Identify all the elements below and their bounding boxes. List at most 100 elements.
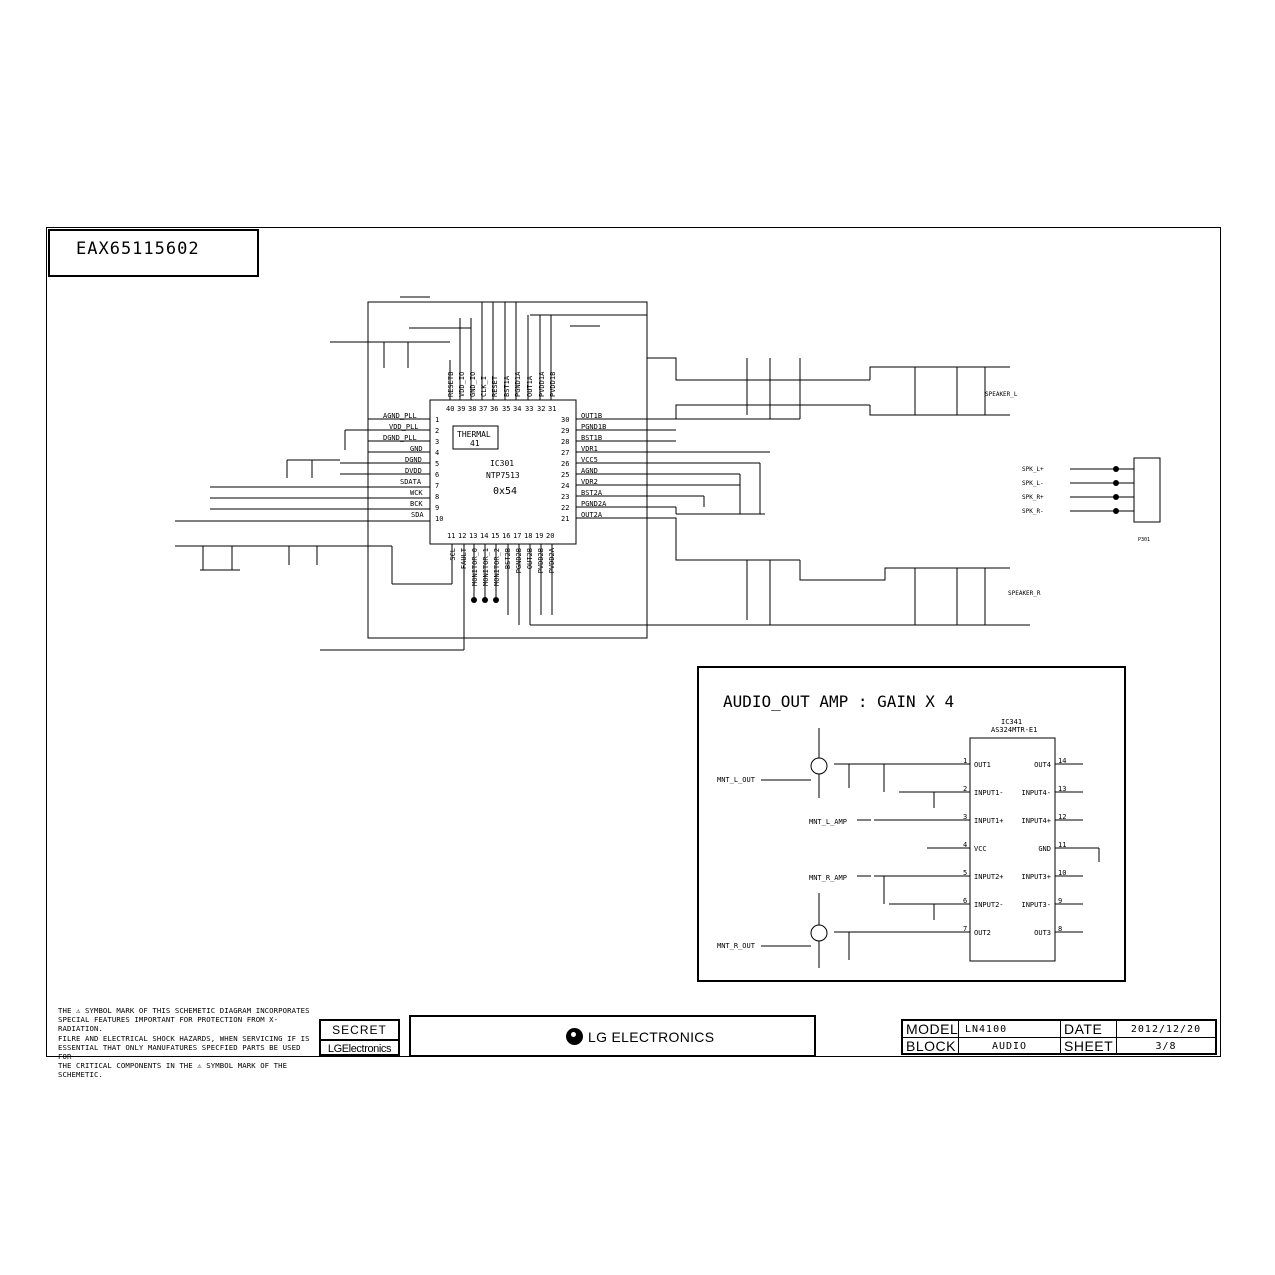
pin-num: 4 <box>963 841 967 849</box>
pin-num: 35 <box>502 405 510 413</box>
pin-name: INPUT4+ <box>1021 817 1051 825</box>
pin-num: 24 <box>561 482 569 490</box>
pin-name: VDD_IO <box>458 372 466 397</box>
pin-num: 7 <box>435 482 439 490</box>
pin-num: 28 <box>561 438 569 446</box>
safety-note: THE ⚠ SYMBOL MARK OF THIS SCHEMETIC DIAG… <box>58 1006 310 1080</box>
note-line: FILRE AND ELECTRICAL SHOCK HAZARDS, WHEN… <box>58 1033 310 1043</box>
pin-name: VDR1 <box>581 445 598 453</box>
pin-num: 13 <box>1058 785 1066 793</box>
pin-num: 15 <box>491 532 499 540</box>
spk-header-ref: P301 <box>1138 537 1150 543</box>
pin-name: MONITOR_1 <box>482 548 490 586</box>
note-line: THE CRITICAL COMPONENTS IN THE ⚠ SYMBOL … <box>58 1061 288 1080</box>
ic301-address: 0x54 <box>493 486 517 497</box>
pin-name: BST2A <box>581 489 603 497</box>
pin-num: 33 <box>525 405 533 413</box>
pin-num: 10 <box>435 515 443 523</box>
pin-name: BST1A <box>503 375 511 397</box>
pin-name: MONITOR_0 <box>471 548 479 586</box>
lg-electronics-small: LGElectronics <box>327 1043 392 1055</box>
pin-name: INPUT2+ <box>974 873 1004 881</box>
title-block: MODEL LN4100 DATE 2012/12/20 BLOCK AUDIO… <box>901 1019 1217 1055</box>
pin-num: 2 <box>963 785 967 793</box>
pin-name: SDA <box>411 511 424 519</box>
pin-num: 4 <box>435 449 439 457</box>
model-value: LN4100 <box>959 1021 1061 1038</box>
pin-num: 12 <box>1058 813 1066 821</box>
pin-name: PGND1B <box>581 423 606 431</box>
pin-num: 1 <box>963 757 967 765</box>
pin-name: INPUT1- <box>974 789 1004 797</box>
pin-name: OUT1 <box>974 761 991 769</box>
lg-brand-box: LG ELECTRONICS <box>409 1015 816 1057</box>
pin-num: 31 <box>548 405 556 413</box>
pin-num: 38 <box>468 405 476 413</box>
secret-label: SECRET <box>321 1021 398 1041</box>
pin-num: 20 <box>546 532 554 540</box>
pin-name: BST2B <box>504 548 512 569</box>
speaker-l-label: SPEAKER_L <box>985 391 1018 398</box>
pin-num: 11 <box>1058 841 1066 849</box>
pin-num: 39 <box>457 405 465 413</box>
pin-num: 11 <box>447 532 455 540</box>
pin-name: WCK <box>410 489 423 497</box>
pin-name: BCK <box>410 500 423 508</box>
pin-name: VDD_PLL <box>389 423 419 431</box>
date-value: 2012/12/20 <box>1117 1021 1215 1038</box>
pin-num: 34 <box>513 405 521 413</box>
pin-name: RESET <box>491 375 499 397</box>
pin-num: 3 <box>963 813 967 821</box>
ic341-right-pins: 14 OUT4 13 INPUT4- 12 INPUT4+ 11 GND 10 … <box>1021 757 1066 937</box>
pin-num: 8 <box>435 493 439 501</box>
pin-name: PGND1A <box>514 371 522 397</box>
pin-name: INPUT1+ <box>974 817 1004 825</box>
ic341-part: AS324MTR-E1 <box>991 726 1037 734</box>
sheet-label: SHEET <box>1061 1038 1117 1055</box>
pin-name: GND_IO <box>469 372 477 397</box>
pin-num: 8 <box>1058 925 1062 933</box>
pin-num: 2 <box>435 427 439 435</box>
pin-name: OUT4 <box>1034 761 1051 769</box>
pin-name: FAULT <box>460 547 468 569</box>
pin-num: 29 <box>561 427 569 435</box>
pin-name: VDR2 <box>581 478 598 486</box>
ic341-left-pins: 1 OUT1 2 INPUT1- 3 INPUT1+ 4 VCC 5 INPUT… <box>963 757 1004 937</box>
pin-num: 6 <box>963 897 967 905</box>
signal-label: MNT_L_OUT <box>717 776 756 784</box>
block-label: BLOCK <box>903 1038 959 1055</box>
pin-num: 10 <box>1058 869 1066 877</box>
pin-num: 5 <box>435 460 439 468</box>
signal-label: MNT_R_OUT <box>717 942 756 950</box>
signal-label: MNT_R_AMP <box>809 874 847 882</box>
pin-name: PVDD1B <box>549 372 557 397</box>
ic301-bottom-pins: 11 SCL 12 FAULT 13 MONITOR_0 14 MONITOR_… <box>447 532 556 586</box>
pin-num: 40 <box>446 405 454 413</box>
pin-num: 13 <box>469 532 477 540</box>
pin-name: SDATA <box>400 478 422 486</box>
pin-num: 26 <box>561 460 569 468</box>
spk-label: SPK_R- <box>1022 508 1044 515</box>
signal-label: MNT_L_AMP <box>809 818 847 826</box>
date-label: DATE <box>1061 1021 1117 1038</box>
pin-num: 18 <box>524 532 532 540</box>
ic301-left-pins: 1 AGND_PLL 2 VDD_PLL 3 DGND_PLL 4 GND 5 … <box>383 412 443 523</box>
pin-num: 12 <box>458 532 466 540</box>
note-line: SPECIAL FEATURES IMPORTANT FOR PROTECTIO… <box>58 1015 279 1034</box>
note-line: ESSENTIAL THAT ONLY MANUFATURES SPECFIED… <box>58 1042 301 1062</box>
pin-name: BST1B <box>581 434 602 442</box>
pin-name: INPUT3+ <box>1021 873 1051 881</box>
pin-name: INPUT4- <box>1021 789 1051 797</box>
document-number: EAX65115602 <box>48 229 259 277</box>
thermal-label: THERMAL <box>457 430 491 439</box>
pin-name: VCC <box>974 845 987 853</box>
pin-name: AGND_PLL <box>383 412 417 420</box>
pin-num: 16 <box>502 532 510 540</box>
pin-name: OUT2A <box>581 511 603 519</box>
pin-num: 5 <box>963 869 967 877</box>
pin-name: OUT2 <box>974 929 991 937</box>
ic301-part: NTP7513 <box>486 471 520 480</box>
pin-num: 21 <box>561 515 569 523</box>
block-value: AUDIO <box>959 1038 1061 1055</box>
